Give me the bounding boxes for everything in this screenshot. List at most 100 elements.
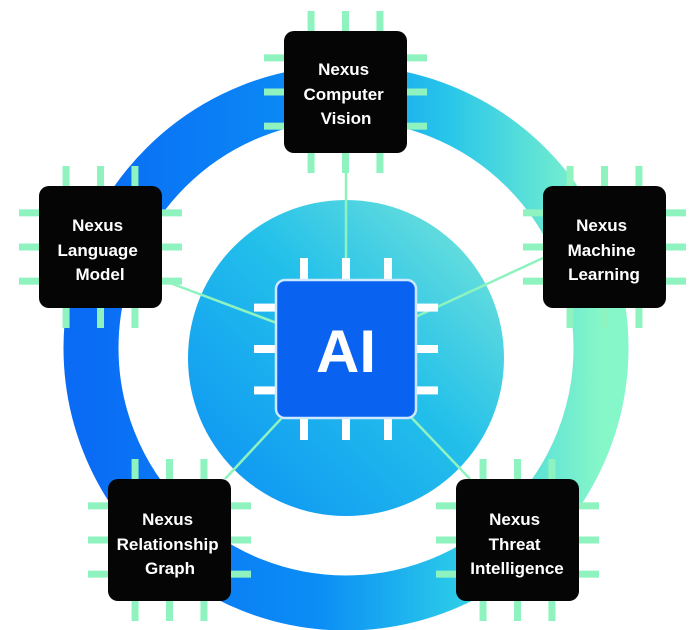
chip-pin xyxy=(436,570,458,578)
svg-text:Nexus Computer: Nexus Computer Vision xyxy=(303,60,388,128)
chip-pin xyxy=(307,11,315,33)
module-label-line: Computer xyxy=(303,85,384,104)
ai-chip-pin xyxy=(342,416,350,440)
chip-pin xyxy=(601,306,608,328)
chip-pin xyxy=(635,166,643,188)
chip-pin xyxy=(436,536,458,544)
chip-pin xyxy=(160,209,182,217)
chip-pin xyxy=(577,502,599,510)
chip-pin xyxy=(88,536,110,544)
chip-pin xyxy=(342,151,349,173)
module-label-line: Nexus xyxy=(489,510,540,529)
chip-pin xyxy=(523,243,545,251)
chip-pin xyxy=(566,306,574,328)
module-label-line: Language xyxy=(57,241,137,260)
chip-pin xyxy=(635,306,643,328)
chip-pin xyxy=(229,536,251,544)
svg-text:Nexus Relationship: Nexus Relationship Graph xyxy=(117,510,224,578)
svg-text:Nexus Threat I: Nexus Threat Intelligence xyxy=(470,510,564,578)
module-label-line: Relationship xyxy=(117,535,219,554)
module-chip-body xyxy=(284,31,407,153)
chip-pin xyxy=(131,306,139,328)
chip-pin xyxy=(131,599,139,621)
chip-pin xyxy=(62,166,70,188)
chip-pin xyxy=(264,122,286,130)
chip-pin xyxy=(229,570,251,578)
chip-pin xyxy=(577,570,599,578)
module-machine-learning: Nexus Machine Learning xyxy=(543,186,666,308)
chip-pin xyxy=(548,599,556,621)
chip-pin xyxy=(19,277,41,285)
chip-pin xyxy=(62,306,70,328)
chip-pin xyxy=(664,277,686,285)
chip-pin xyxy=(405,88,427,96)
chip-pin xyxy=(436,502,458,510)
module-label-line: Model xyxy=(75,265,124,284)
chip-pin xyxy=(19,243,41,251)
chip-pin xyxy=(376,151,384,173)
ai-chip-label: AI xyxy=(316,318,376,385)
chip-pin xyxy=(88,502,110,510)
ai-chip-pin xyxy=(414,303,438,312)
module-label-line: Nexus xyxy=(576,216,627,235)
chip-pin xyxy=(376,11,384,33)
module-threat-intelligence: Nexus Threat Intelligence xyxy=(456,479,579,601)
module-label-line: Graph xyxy=(145,559,195,578)
module-computer-vision: Nexus Computer Vision xyxy=(284,31,407,153)
chip-pin xyxy=(131,166,139,188)
chip-pin xyxy=(405,54,427,62)
chip-pin xyxy=(264,54,286,62)
module-label-line: Nexus xyxy=(318,60,369,79)
module-label-line: Intelligence xyxy=(470,559,564,578)
chip-pin xyxy=(307,151,315,173)
chip-pin xyxy=(523,277,545,285)
chip-pin xyxy=(229,502,251,510)
module-chip-body xyxy=(108,479,231,601)
module-chips: Nexus Computer Vision Nexus Machine Lear… xyxy=(39,31,666,601)
chip-pin xyxy=(160,243,182,251)
chip-pin xyxy=(200,459,208,481)
chip-pin xyxy=(566,166,574,188)
chip-pin xyxy=(548,459,556,481)
chip-pin xyxy=(577,536,599,544)
chip-pin xyxy=(523,209,545,217)
chip-pin xyxy=(664,209,686,217)
ai-chip-pin xyxy=(384,258,392,282)
module-language-model: Nexus Language Model xyxy=(39,186,162,308)
ai-chip-pin xyxy=(300,416,308,440)
ai-chip-pin xyxy=(300,258,308,282)
ai-chip-pin xyxy=(254,386,278,395)
module-relationship-graph: Nexus Relationship Graph xyxy=(108,479,231,601)
chip-pin xyxy=(664,243,686,251)
module-label-line: Nexus xyxy=(72,216,123,235)
ai-chip-pin xyxy=(254,303,278,312)
chip-pin xyxy=(19,209,41,217)
module-label-line: Threat xyxy=(489,535,541,554)
ai-chip-pin xyxy=(384,416,392,440)
chip-pin xyxy=(166,459,173,481)
ai-chip-pin xyxy=(414,345,438,353)
chip-pins xyxy=(19,11,686,621)
ai-chip-body xyxy=(274,278,418,420)
chip-pin xyxy=(342,11,349,33)
module-label-line: Nexus xyxy=(142,510,193,529)
ai-chip-pin xyxy=(342,258,350,282)
chip-pin xyxy=(131,459,139,481)
module-chip-body xyxy=(456,479,579,601)
chip-pin xyxy=(479,459,487,481)
chip-pin xyxy=(97,306,104,328)
chip-pin xyxy=(97,166,104,188)
svg-text:Nexus Machine: Nexus Machine Learning xyxy=(568,216,641,284)
module-label-line: Learning xyxy=(568,265,640,284)
module-label-line: Machine xyxy=(568,241,636,260)
chip-pin xyxy=(479,599,487,621)
chip-pin xyxy=(166,599,173,621)
chip-pin xyxy=(264,88,286,96)
ai-chip-pin xyxy=(414,386,438,395)
chip-pin xyxy=(160,277,182,285)
module-chip-body xyxy=(39,186,162,308)
svg-text:Nexus Language: Nexus Language Model xyxy=(57,216,142,284)
chip-pin xyxy=(88,570,110,578)
chip-pin xyxy=(200,599,208,621)
